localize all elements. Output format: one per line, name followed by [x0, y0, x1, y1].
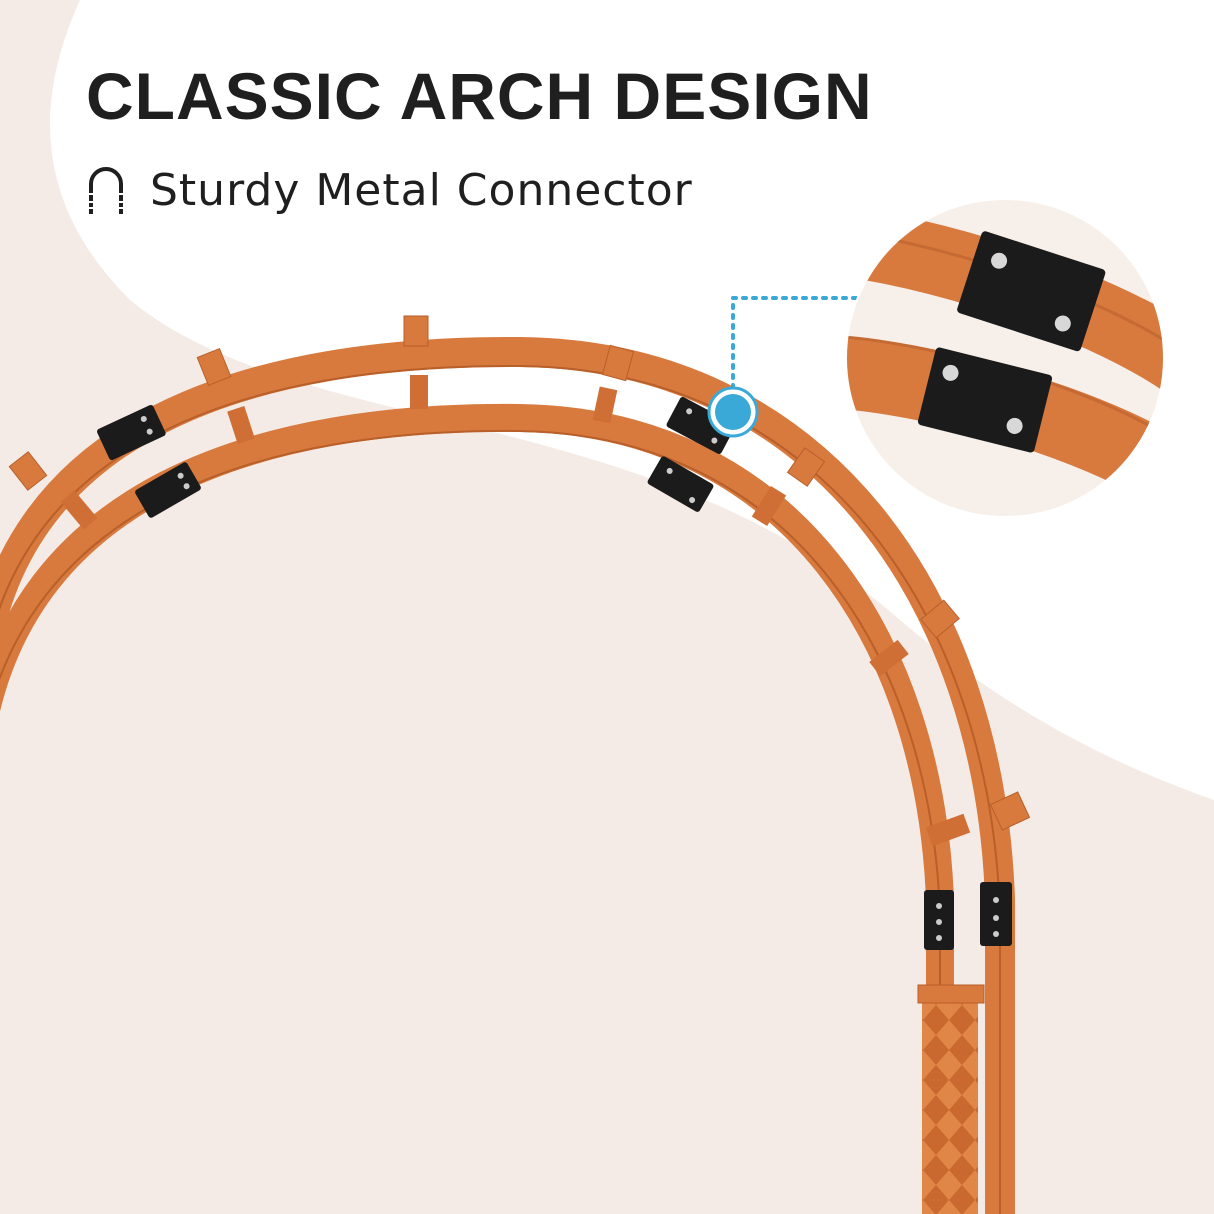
arch-frame: [0, 315, 1031, 1214]
feature-label: Sturdy Metal Connector: [150, 164, 693, 216]
arch-outer-ring: [0, 336, 1015, 1214]
arch-inner-ring: [0, 403, 954, 1214]
connector-plates: [97, 396, 1012, 950]
side-lattice-panel: [917, 984, 985, 1214]
callout-dot-icon: [707, 386, 759, 438]
arch-icon: [88, 167, 124, 214]
page-title: CLASSIC ARCH DESIGN: [86, 59, 873, 133]
callout-leader: [731, 296, 862, 390]
feature-row: Sturdy Metal Connector: [86, 164, 693, 216]
